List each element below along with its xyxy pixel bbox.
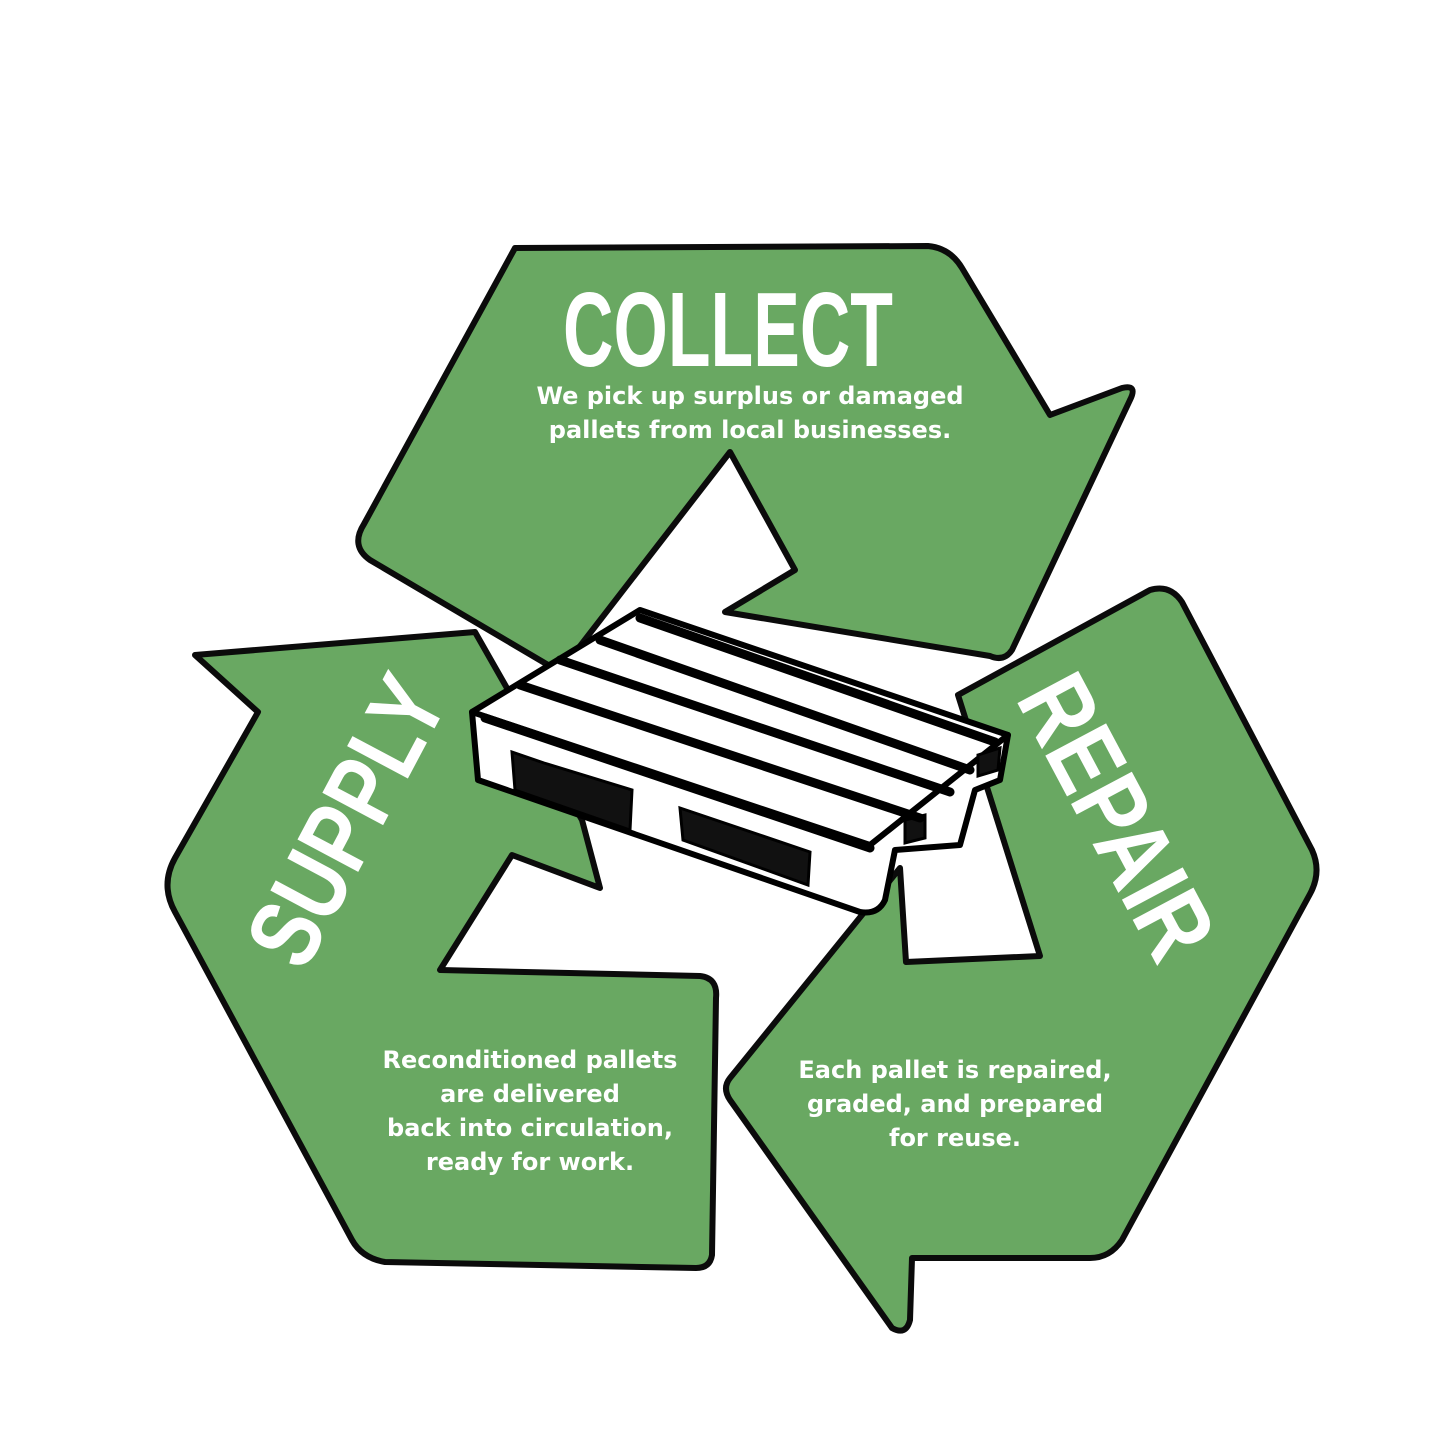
pallet-icon xyxy=(469,607,1011,916)
repair-line-2: graded, and prepared xyxy=(806,1090,1104,1118)
repair-arrow xyxy=(723,585,1320,1334)
supply-description: Reconditioned pallets are delivered back… xyxy=(370,1043,690,1179)
supply-line-2: are delivered xyxy=(440,1080,620,1108)
supply-line-3: back into circulation, xyxy=(387,1114,673,1142)
repair-line-3: for reuse. xyxy=(889,1124,1021,1152)
supply-line-4: ready for work. xyxy=(425,1148,635,1176)
supply-arrow xyxy=(164,629,720,1271)
collect-title: COLLECT xyxy=(563,271,893,389)
collect-line-1: We pick up surplus or damaged xyxy=(536,382,964,410)
pallet-opening-left xyxy=(510,749,634,833)
pallet-opening-side xyxy=(976,745,1002,779)
collect-description: We pick up surplus or damaged pallets fr… xyxy=(510,379,990,447)
repair-description: Each pallet is repaired, graded, and pre… xyxy=(785,1053,1125,1155)
collect-arrow xyxy=(355,243,1136,675)
repair-line-1: Each pallet is repaired, xyxy=(798,1056,1112,1084)
supply-line-1: Reconditioned pallets xyxy=(382,1046,678,1074)
collect-line-2: pallets from local businesses. xyxy=(548,416,952,444)
pallet-opening-center xyxy=(678,805,812,888)
